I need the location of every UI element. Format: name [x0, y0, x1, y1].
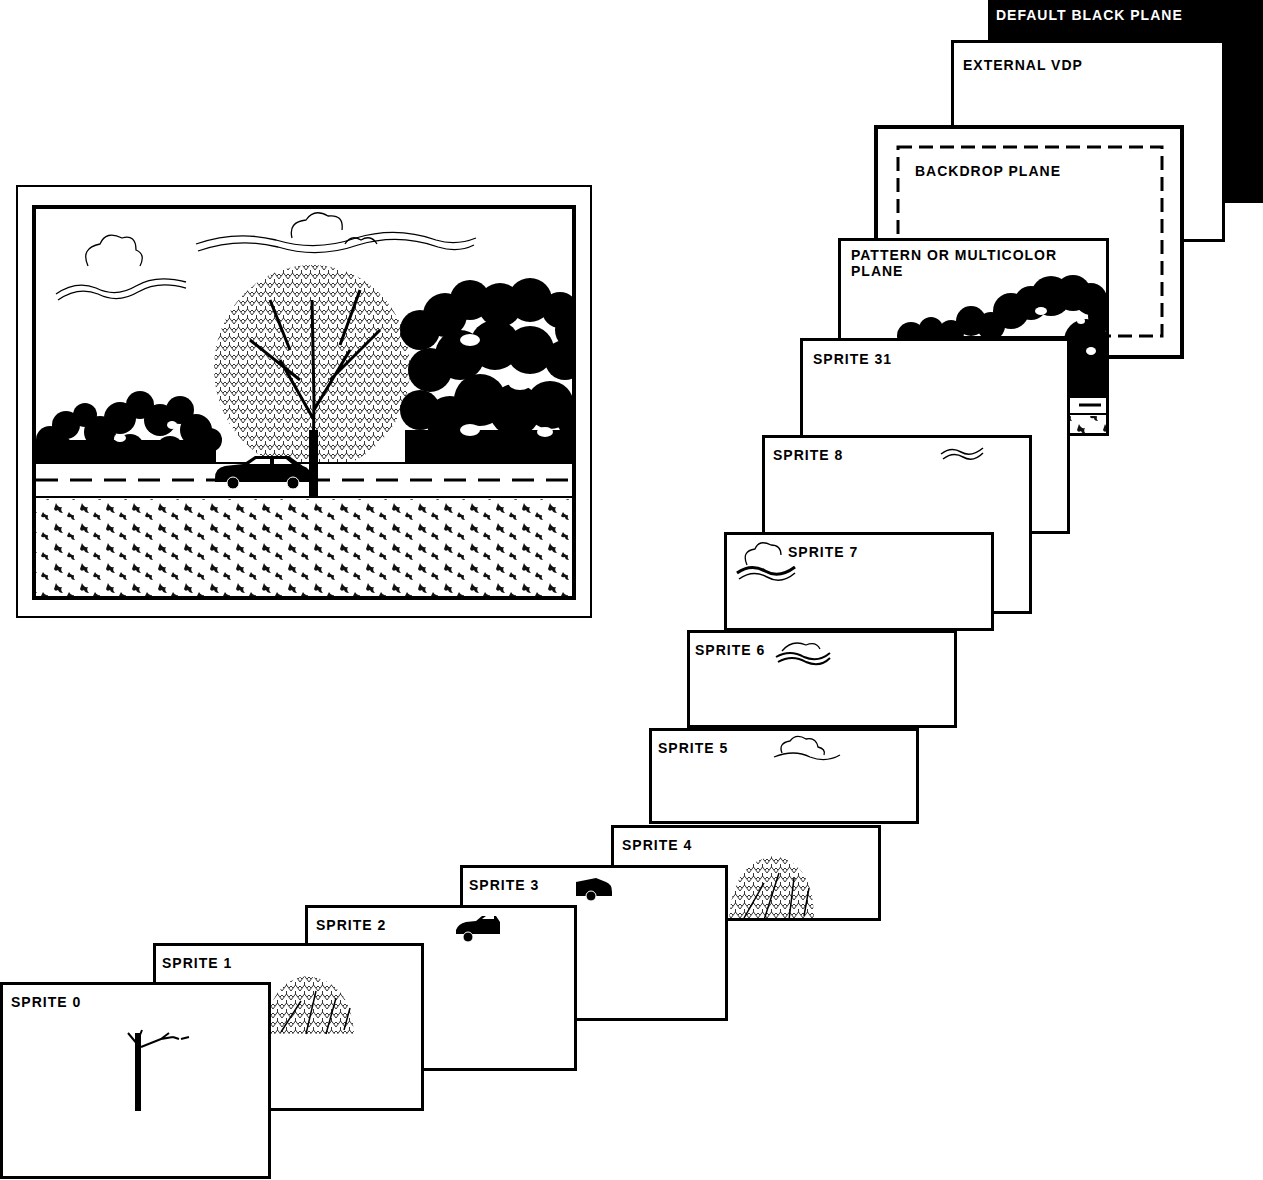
display-plane: SPRITE 0	[0, 982, 271, 1179]
plane-label: SPRITE 2	[316, 917, 386, 933]
plane-label: SPRITE 31	[813, 351, 892, 367]
picture-frame	[17, 186, 591, 617]
display-plane: SPRITE 7	[724, 532, 994, 631]
sprite-tree-trunk	[3, 985, 268, 1176]
display-plane: SPRITE 6	[687, 630, 957, 728]
plane-label: SPRITE 5	[658, 740, 728, 756]
plane-label: SPRITE 4	[622, 837, 692, 853]
bushes	[36, 278, 572, 470]
car	[215, 456, 311, 489]
plane-label: SPRITE 7	[788, 544, 858, 560]
sprite-cloud	[727, 535, 991, 628]
foliage-highlights	[114, 334, 553, 442]
tree-trunk	[309, 430, 318, 498]
scene-content	[36, 213, 572, 596]
plane-label: SPRITE 0	[11, 994, 81, 1010]
plane-label: SPRITE 1	[162, 955, 232, 971]
plane-label: DEFAULT BLACK PLANE	[996, 7, 1183, 23]
plane-label: PATTERN OR MULTICOLOR PLANE	[851, 247, 1100, 279]
plane-label: EXTERNAL VDP	[963, 57, 1083, 73]
leaf-ground	[36, 499, 572, 596]
plane-label: SPRITE 6	[695, 642, 765, 658]
display-plane: SPRITE 5	[649, 728, 919, 824]
plane-label: BACKDROP PLANE	[915, 163, 1061, 179]
picture-border	[34, 207, 574, 598]
plane-label: SPRITE 3	[469, 877, 539, 893]
plane-label: SPRITE 8	[773, 447, 843, 463]
